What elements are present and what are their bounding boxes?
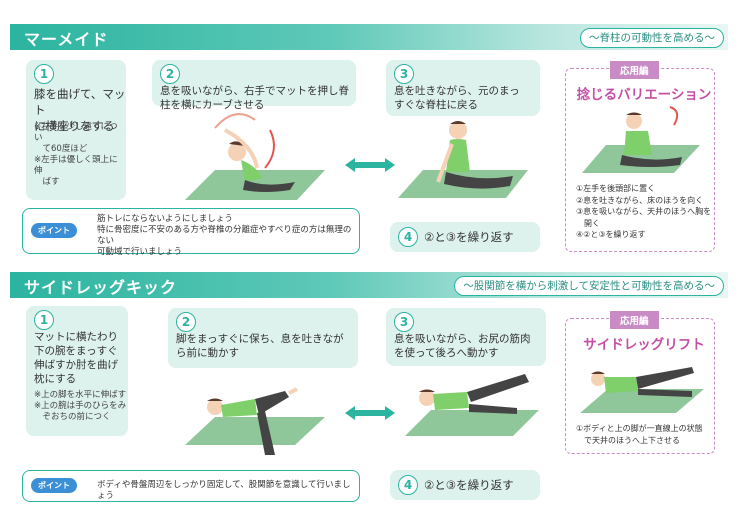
- section-subtitle: 〜股関節を横から刺激して安定性と可動性を高める〜: [454, 276, 724, 296]
- advanced-box: 応用編 捻じるバリエーション ①左手を後頭部に置く ②息を吐きながら、床のほうを…: [565, 61, 715, 252]
- point-badge: ポイント: [31, 478, 77, 493]
- step-card-4: 4 ②と③を繰り返す: [390, 222, 540, 252]
- step-text: 息を吸いながら、お尻の筋肉 を使って後ろへ動かす: [394, 333, 531, 359]
- advanced-list: ①左手を後頭部に置く ②息を吐きながら、床のほうを向く ③息を吸いながら、天井の…: [576, 183, 712, 241]
- step-text: 膝を曲げて、マット に横座りをする: [34, 87, 126, 133]
- step-number: 3: [394, 64, 414, 84]
- step-text: ②と③を繰り返す: [424, 478, 514, 492]
- advanced-item: ②息を吐きながら、床のほうを向く: [576, 195, 704, 205]
- section-banner-mermaid: マーメイド 〜脊柱の可動性を高める〜: [10, 24, 728, 50]
- advanced-list: ①ボディと上の脚が一直線上の状態 で天井のほうへ上下させる: [576, 423, 712, 446]
- step-notes: ※右手を少し遠くについ て60度ほど ※左手は優しく頭上に伸 ばす: [34, 122, 118, 187]
- advanced-tag: 応用編: [610, 311, 659, 329]
- step-number: 1: [34, 310, 54, 330]
- step-card-2: 2 息を吸いながら、右手でマットを押し脊 柱を横にカーブさせる: [152, 60, 356, 111]
- step-card-2: 2 脚をまっすぐに保ち、息を吐きなが ら前に動かす: [168, 308, 358, 368]
- point-box: ポイント 筋トレにならないようにしましょう 特に骨密度に不安のある方や脊椎の分離…: [22, 208, 360, 257]
- point-box: ポイント ボディや骨盤周辺をしっかり固定して、股関節を意識して行いましょう: [22, 470, 360, 502]
- section-title: サイドレッグキック: [24, 278, 178, 297]
- double-arrow-icon: [345, 406, 395, 420]
- twist-variation-illustration: [582, 106, 700, 173]
- advanced-item: ①左手を後頭部に置く: [576, 184, 656, 193]
- step-number: 4: [398, 475, 418, 495]
- step-notes: ※上の脚を水平に伸ばす ※上の腕は手のひらをみ ぞおちの前につく: [34, 390, 127, 422]
- advanced-tag: 応用編: [610, 61, 659, 79]
- step-text: 息を吸いながら、右手でマットを押し脊 柱を横にカーブさせる: [160, 85, 349, 111]
- step-text: 息を吐きながら、元のまっ すぐな脊柱に戻る: [394, 85, 520, 111]
- step-text: ②と③を繰り返す: [424, 230, 514, 244]
- step-card-4: 4 ②と③を繰り返す: [390, 470, 540, 500]
- double-arrow-icon: [345, 158, 395, 172]
- step-number: 3: [394, 312, 414, 332]
- advanced-item: ③息を吸いながら、天井のほうへ胸を 開く: [576, 207, 712, 228]
- step-number: 2: [176, 312, 196, 332]
- advanced-item: ①ボディと上の脚が一直線上の状態 で天井のほうへ上下させる: [576, 424, 703, 445]
- section-title: マーメイド: [24, 30, 109, 49]
- point-badge: ポイント: [31, 223, 77, 238]
- section-subtitle: 〜脊柱の可動性を高める〜: [580, 28, 724, 48]
- point-text: 筋トレにならないようにしましょう 特に骨密度に不安のある方や脊椎の分離症やすべり…: [97, 214, 352, 257]
- step-card-3: 3 息を吐きながら、元のまっ すぐな脊柱に戻る: [386, 60, 540, 116]
- section-banner-side-leg-kick: サイドレッグキック 〜股関節を横から刺激して安定性と可動性を高める〜: [10, 272, 728, 298]
- step-text: 脚をまっすぐに保ち、息を吐きなが ら前に動かす: [176, 333, 344, 359]
- advanced-box: 応用編 サイドレッグリフト ①ボディと上の脚が一直線上の状態 で天井のほうへ上下…: [565, 311, 715, 454]
- step-number: 2: [160, 64, 180, 84]
- step-number: 1: [34, 64, 54, 84]
- step-card-1: 1 膝を曲げて、マット に横座りをする ※右手を少し遠くについ て60度ほど ※…: [26, 60, 126, 200]
- mermaid-upright-illustration: [398, 121, 528, 198]
- advanced-title: 捻じるバリエーション: [576, 87, 712, 103]
- step-number: 4: [398, 227, 418, 247]
- side-kick-forward-illustration: [185, 387, 325, 455]
- step-text: マットに横たわり 下の腕をまっすぐ 伸ばすか肘を曲げ 枕にする: [34, 331, 118, 385]
- mermaid-side-bend-illustration: [185, 113, 325, 200]
- advanced-item: ④②と③を繰り返す: [576, 230, 646, 239]
- side-leg-lift-illustration: [580, 367, 704, 413]
- step-card-1: 1 マットに横たわり 下の腕をまっすぐ 伸ばすか肘を曲げ 枕にする ※上の脚を水…: [26, 306, 128, 436]
- point-text: ボディや骨盤周辺をしっかり固定して、股関節を意識して行いましょう: [97, 480, 351, 501]
- step-card-3: 3 息を吸いながら、お尻の筋肉 を使って後ろへ動かす: [386, 308, 546, 366]
- side-kick-backward-illustration: [405, 374, 539, 436]
- advanced-title: サイドレッグリフト: [583, 337, 705, 353]
